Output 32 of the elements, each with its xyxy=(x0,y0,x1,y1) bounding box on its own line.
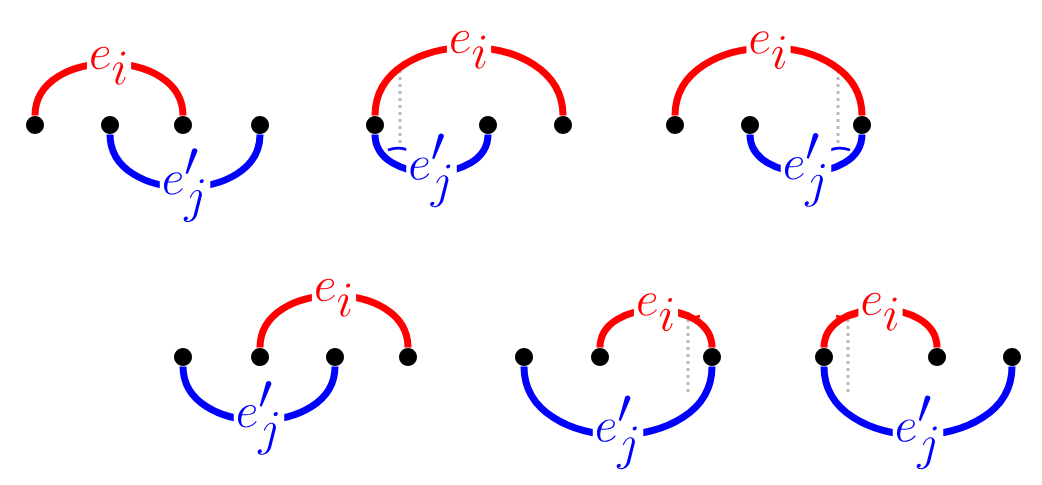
edge-label: $e_i$ xyxy=(86,45,132,87)
vertex-dot xyxy=(928,348,946,366)
edge-label: $e_i$ xyxy=(746,29,791,71)
edge-label: $e'_j$ xyxy=(233,379,285,457)
edge-label: $e_i$ xyxy=(633,291,679,333)
vertex-dot xyxy=(399,348,417,366)
vertex-dot xyxy=(174,116,192,134)
vertex-dot xyxy=(26,116,44,134)
vertex-dot xyxy=(591,348,609,366)
vertex-dot xyxy=(1003,348,1021,366)
vertex-dot xyxy=(666,116,684,134)
vertex-dot xyxy=(554,116,572,134)
vertex-dot xyxy=(251,348,269,366)
edge-label: $e'_j$ xyxy=(892,393,944,471)
vertex-dot xyxy=(853,116,871,134)
vertex-dot xyxy=(101,116,119,134)
vertex-dot xyxy=(703,348,721,366)
edge-label: $e'_j$ xyxy=(780,131,832,209)
vertex-dot xyxy=(174,348,192,366)
edge-label: $e_i$ xyxy=(446,29,492,71)
vertex-dot xyxy=(366,116,384,134)
vertex-dot xyxy=(815,348,833,366)
vertex-dot xyxy=(326,348,344,366)
vertex-dot xyxy=(741,116,759,134)
edge-label: $e_i$ xyxy=(311,277,357,319)
edge-label: $e'_j$ xyxy=(159,146,211,224)
vertex-dot xyxy=(251,116,269,134)
edge-label: $e_i$ xyxy=(858,291,903,333)
edge-label: $e'_j$ xyxy=(406,131,457,209)
vertex-dot xyxy=(479,116,497,134)
vertex-dot xyxy=(515,348,533,366)
edge-label: $e'_j$ xyxy=(592,393,644,471)
